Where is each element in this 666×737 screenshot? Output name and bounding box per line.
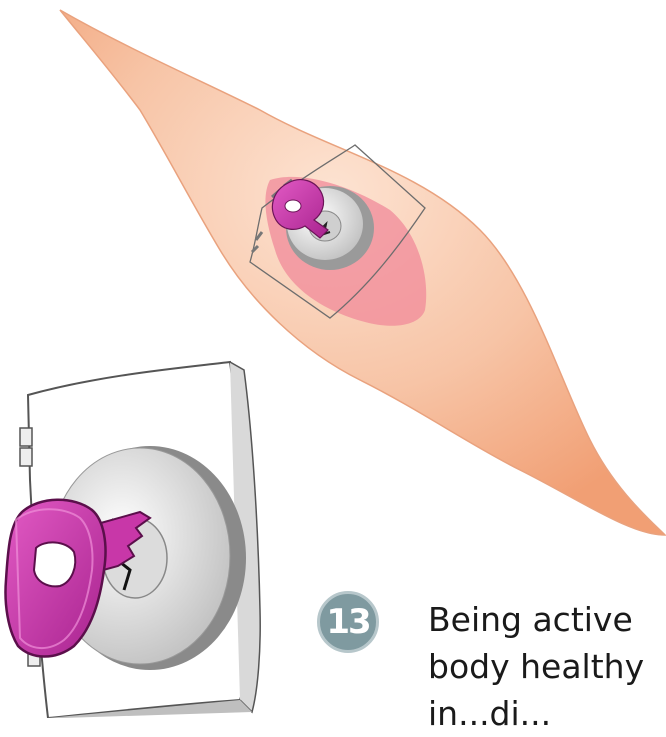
step-number-badge: 13 xyxy=(317,591,379,653)
step-number: 13 xyxy=(326,602,369,642)
caption-text: Being active body healthy in...di... xyxy=(428,596,664,737)
